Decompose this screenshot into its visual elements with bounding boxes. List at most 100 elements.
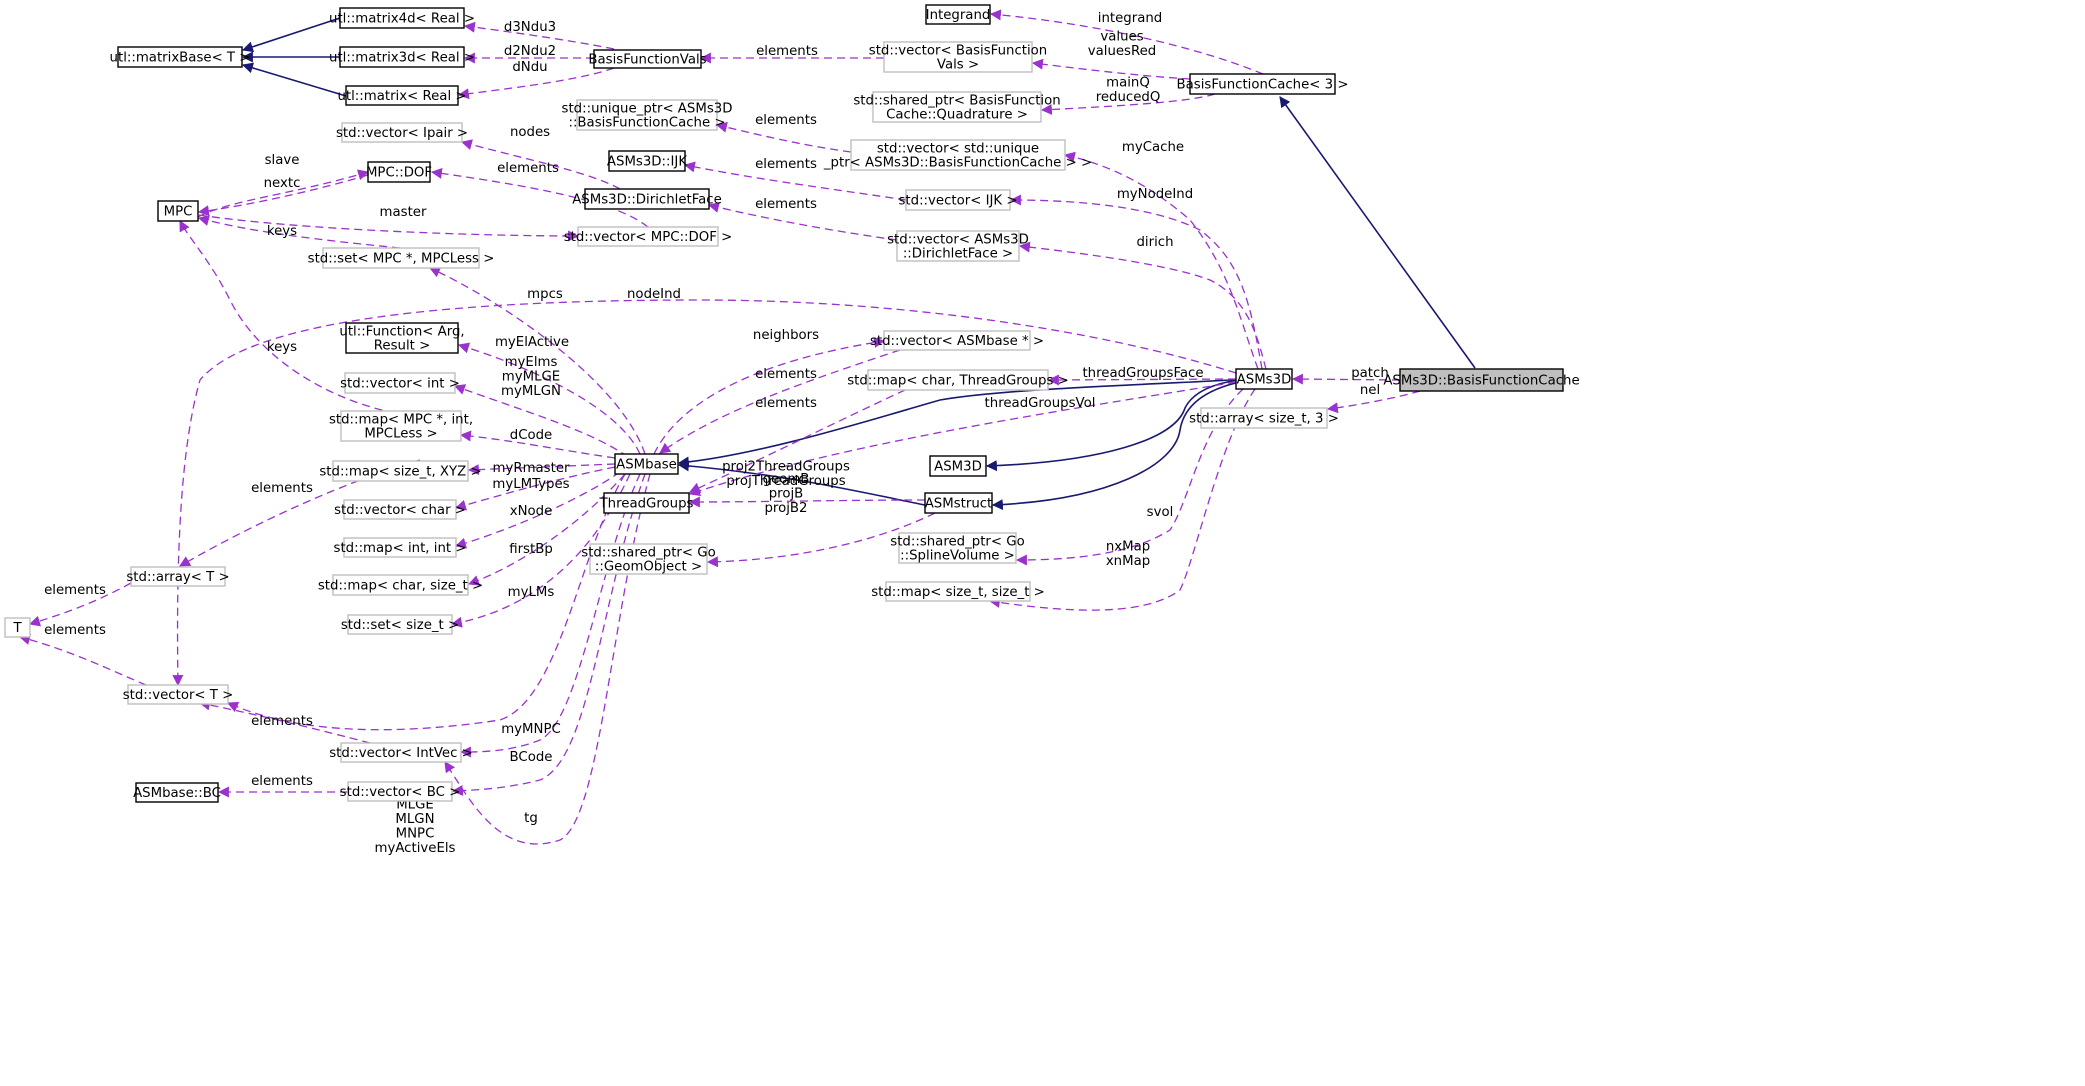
class-node-label: MPC [164, 205, 193, 220]
class-node-label: std::map< size_t, size_t > [871, 585, 1045, 600]
class-node-map-cs: std::map< char, size_t > [318, 574, 483, 596]
usage-edge-empty [226, 473, 626, 731]
class-node-label: std::shared_ptr< Go [890, 535, 1024, 550]
edge-label-elements-asmb: elements [755, 367, 817, 382]
usage-edge-nodes [460, 139, 621, 190]
class-node-label: utl::matrix< Real > [337, 89, 466, 104]
class-node-label: utl::matrixBase< T > [110, 51, 251, 66]
class-node-threadgroups[interactable]: ThreadGroups [599, 492, 694, 514]
inheritance-edge-3 [677, 378, 1249, 468]
usage-edge-myelactive [457, 342, 641, 455]
edge-label-elements-t-arr: elements [44, 583, 106, 598]
usage-edge-nxmap [988, 388, 1256, 611]
usage-edge-keys-map [179, 220, 396, 414]
edge-label-projtg: projThreadGroups [726, 474, 845, 489]
class-node-label: std::set< MPC *, MPCLess > [308, 252, 495, 267]
inheritance-edge-1 [985, 377, 1259, 472]
class-node-bc[interactable]: ASMbase::BC [133, 782, 221, 803]
class-node-mat[interactable]: utl::matrix< Real > [337, 85, 467, 106]
edges-layer [18, 9, 1476, 845]
edge-label-d3ndu3: d3Ndu3 [504, 20, 556, 35]
edge-label-elements-intvec: elements [251, 714, 313, 729]
class-node-vec-up: std::vector< std::unique_ptr< ASMs3D::Ba… [823, 139, 1092, 171]
class-node-asmstruct[interactable]: ASMstruct [924, 492, 993, 514]
inheritance-edge-7 [241, 62, 347, 97]
edge-label-geomb: projB [769, 487, 804, 502]
class-node-label: ASM3D [934, 460, 982, 475]
edge-label-projtg: proj2ThreadGroups [722, 460, 850, 475]
usage-edge-nel [1326, 390, 1421, 414]
edge-label-mynodeind: myNodeInd [1117, 187, 1193, 202]
inheritance-edge-2 [991, 378, 1257, 511]
usage-edge-xnode [454, 471, 621, 549]
class-node-focus[interactable]: ASMs3D::BasisFunctionCache [1383, 368, 1580, 392]
edge-label-integrand: integrand [1098, 11, 1162, 26]
class-node-label: ::GeomObject > [595, 560, 702, 575]
class-node-label: MPC::DOF [366, 166, 432, 181]
usage-edge-keys-set [197, 215, 401, 249]
class-node-vec-t: std::vector< T > [123, 684, 233, 705]
edge-label-keys-map: keys [267, 340, 297, 355]
class-node-ijk[interactable]: ASMs3D::IJK [607, 150, 687, 172]
edge-label-elements-dface: elements [755, 197, 817, 212]
class-node-asmbase[interactable]: ASMbase [614, 453, 679, 475]
class-node-label: std::vector< int > [340, 377, 460, 392]
class-node-asms3d[interactable]: ASMs3D [1235, 368, 1293, 390]
nodes-layer: ASMs3D::BasisFunctionCache BasisFunctionC… [4, 4, 1580, 803]
edge-label-elements-mpcdof: elements [497, 161, 559, 176]
edge-labels-layer: patchnelintegrandvaluesvaluesRedmainQred… [44, 11, 1389, 856]
class-node-label: ThreadGroups [599, 497, 694, 512]
class-node-asm3d[interactable]: ASM3D [929, 455, 987, 477]
class-node-vec-bfv: std::vector< BasisFunctionVals > [869, 41, 1047, 73]
usage-edge-dirich [1018, 241, 1267, 370]
class-node-label: std::map< int, int > [334, 541, 467, 556]
edge-label-mainQ: mainQ [1106, 76, 1150, 91]
edge-label-values: values [1100, 30, 1143, 45]
edge-label-myelms: myMLGN [501, 384, 561, 399]
class-node-map-ctg: std::map< char, ThreadGroups > [847, 369, 1069, 391]
usage-edge-threadgroupsvol [688, 381, 1237, 497]
class-node-label: std::vector< char > [334, 503, 466, 518]
usage-edge-master [198, 214, 580, 242]
class-node-label: std::map< MPC *, int, [329, 413, 473, 428]
edge-label-mainQ: reducedQ [1096, 90, 1161, 105]
class-node-bfvals[interactable]: BasisFunctionVals [588, 49, 707, 69]
usage-edge-elements-t-vec [18, 634, 147, 686]
class-node-map-ii: std::map< int, int > [334, 537, 467, 558]
usage-edge-tg [444, 473, 651, 845]
class-node-label: utl::matrix4d< Real > [329, 12, 475, 27]
usage-edge-elements-ijk [683, 161, 907, 201]
edge-label-nxmap: nxMap [1106, 540, 1150, 555]
usage-edge-myrmaster [467, 463, 616, 476]
usage-edge-threadgroupsface [1047, 374, 1237, 386]
class-node-label: std::vector< ASMs3D [887, 233, 1029, 248]
edge-label-empty: myActiveEls [375, 841, 456, 856]
class-node-label: ASMstruct [925, 497, 993, 512]
class-node-bfc3[interactable]: BasisFunctionCache< 3 > [1177, 73, 1349, 95]
class-node-mpcdof[interactable]: MPC::DOF [366, 161, 432, 183]
class-node-mat3d[interactable]: utl::matrix3d< Real > [329, 46, 475, 68]
edge-label-nxmap: xnMap [1106, 554, 1150, 569]
edge-label-xnode: xNode [510, 504, 553, 519]
class-node-label: BasisFunctionVals [588, 53, 706, 68]
class-node-func[interactable]: utl::Function< Arg,Result > [339, 322, 465, 354]
class-node-sp-geom: std::shared_ptr< Go::GeomObject > [581, 543, 716, 575]
usage-edge-firstbp [467, 473, 626, 586]
class-node-label: ::DirichletFace > [903, 247, 1013, 262]
edge-label-mylmtypes: myLMTypes [492, 477, 569, 492]
usage-edge-svol [1015, 388, 1244, 566]
class-node-integrand[interactable]: Integrand [925, 4, 991, 25]
edge-label-mymnpc: myMNPC [501, 722, 561, 737]
class-node-label: std::vector< ASMbase * > [870, 334, 1044, 349]
edge-label-elements-bc: elements [251, 774, 313, 789]
usage-edge-myelms [453, 384, 629, 458]
class-node-dface[interactable]: ASMs3D::DirichletFace [572, 188, 722, 210]
class-node-mpc[interactable]: MPC [157, 200, 199, 222]
class-node-vec-bc: std::vector< BC > [340, 781, 460, 802]
class-node-mat4d[interactable]: utl::matrix4d< Real > [329, 7, 475, 29]
edge-label-mycache: myCache [1122, 140, 1184, 155]
class-node-sp-bfcq: std::shared_ptr< BasisFunctionCache::Qua… [853, 91, 1061, 123]
inheritance-edge-4 [677, 460, 926, 506]
edge-label-myelms: myMLGE [502, 370, 560, 385]
class-node-matbase[interactable]: utl::matrixBase< T > [110, 46, 251, 68]
